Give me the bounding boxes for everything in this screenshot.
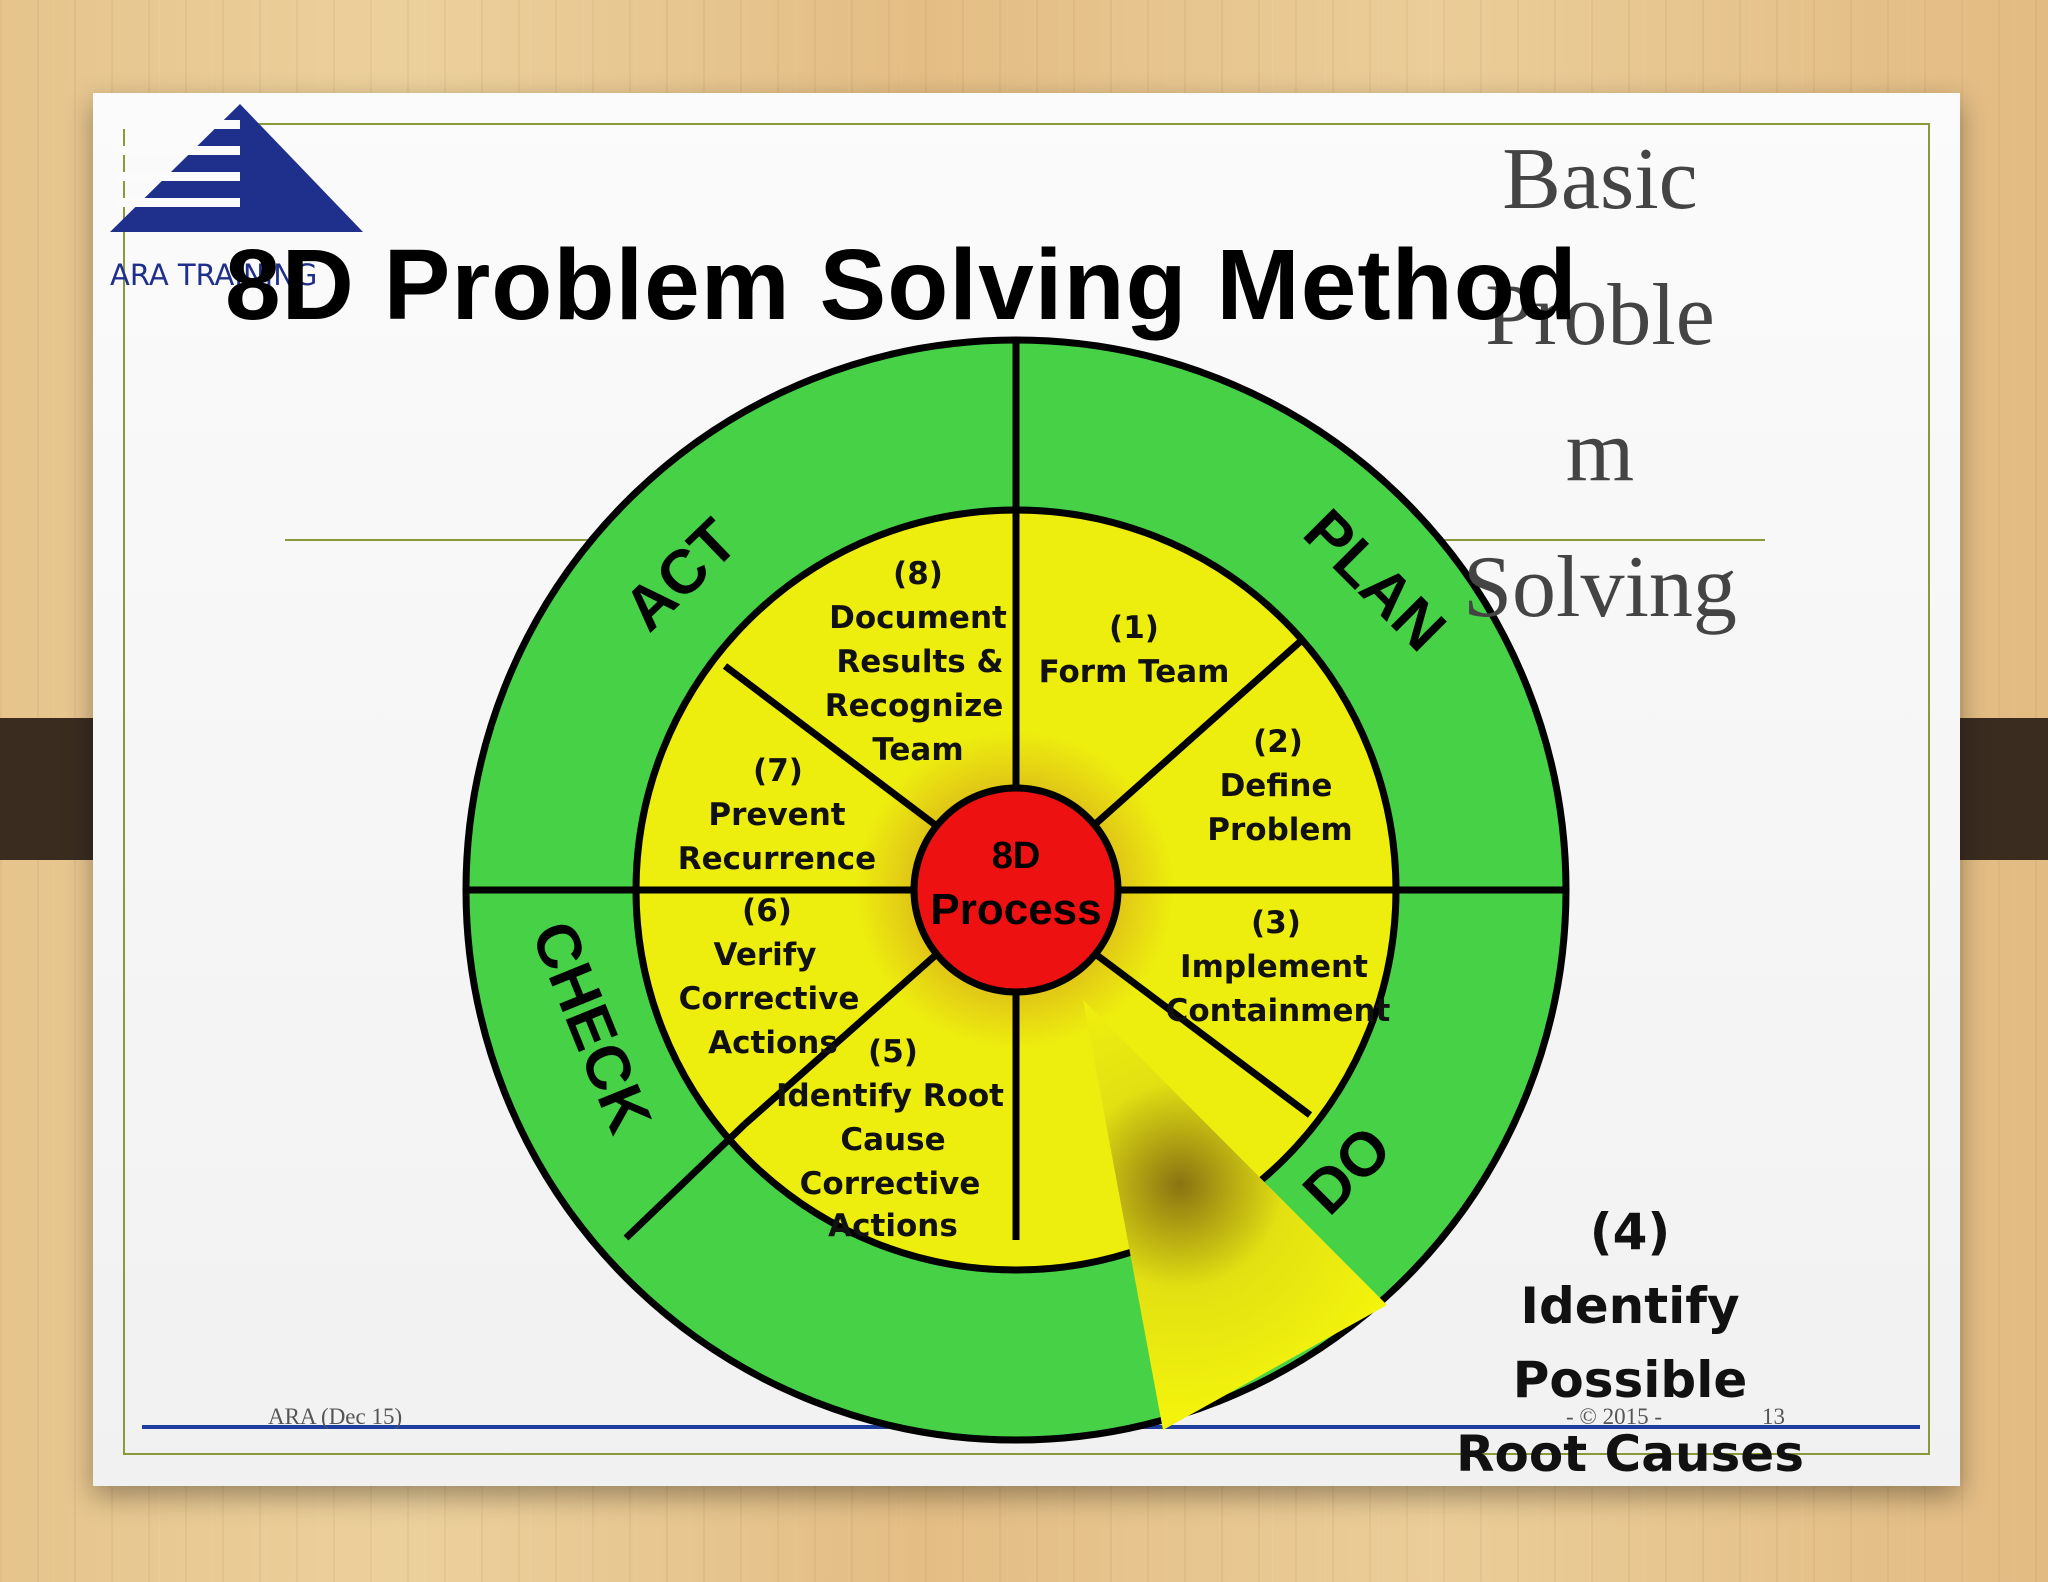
step-spokes [636,510,1396,1240]
step-7-line-2: Recurrence [678,841,876,877]
step-5-line-1: Identify Root [776,1078,1004,1114]
step-2-line-1: Define [1220,768,1333,804]
divider-bottom-left [623,1121,748,1241]
center-label-line-1: 8D [992,835,1041,877]
step-6-line-2: Corrective [679,981,860,1017]
step-2-line-2: Problem [1207,812,1352,848]
ara-logo [110,104,363,232]
step-5-line-2: Cause [840,1122,945,1158]
footer-center: - © 2015 - [1566,1404,1663,1429]
page-number: 13 [1762,1404,1785,1429]
step-3-number: (3) [1251,905,1301,941]
step-7-line-1: Prevent [708,797,845,833]
step-6-label: (6) Verify Corrective Actions [679,893,860,1061]
step-2-number: (2) [1253,724,1303,760]
step-5-label: (5) Identify Root Cause Corrective Actio… [776,1034,1004,1244]
step-5-line-3: Corrective [800,1166,981,1202]
step-4-number: (4) [1589,1203,1671,1261]
step-8-line-3: Recognize [825,688,1004,724]
step-1-line-1: Form Team [1039,654,1230,690]
step-4-line-2: Root Causes [1456,1425,1804,1483]
step-2-label: (2) Define Problem [1207,724,1352,848]
step-8-label: (8) Document Results & Recognize Team [825,556,1007,768]
step-4-line-1: Identify Possible [1512,1277,1748,1409]
step-4-pointer-wedge [1083,1000,1387,1430]
step-3-label: (3) Implement Containment [1166,905,1391,1029]
step-6-line-3: Actions [708,1025,838,1061]
step-8-line-4: Team [872,732,963,768]
logo-text: ARA TRAINING [110,258,318,292]
step-7-label: (7) Prevent Recurrence [678,753,876,877]
slide-title: 8D Problem Solving Method [225,229,1578,341]
step-8-line-1: Document [829,600,1007,636]
center-label-line-2: Process [930,885,1101,934]
center-process-circle [910,784,1122,996]
step-3-line-1: Implement [1180,949,1368,985]
background-title: Basic Proble m Solving [1463,131,1737,636]
step-1-label: (1) Form Team [1039,610,1230,690]
step-7-number: (7) [753,753,803,789]
step-8-number: (8) [893,556,943,592]
step-3-line-2: Containment [1166,993,1391,1029]
footer-left: ARA (Dec 15) [268,1404,403,1429]
step-1-number: (1) [1109,610,1159,646]
step-4-callout: (4) Identify Possible Root Causes [1410,1195,1850,1491]
step-5-line-4: Actions [828,1208,958,1244]
step-6-number: (6) [742,893,792,929]
step-8-line-2: Results & [836,644,1003,680]
step-6-line-1: Verify [714,937,817,973]
slide-frame [123,123,1930,1455]
step-5-number: (5) [868,1034,918,1070]
